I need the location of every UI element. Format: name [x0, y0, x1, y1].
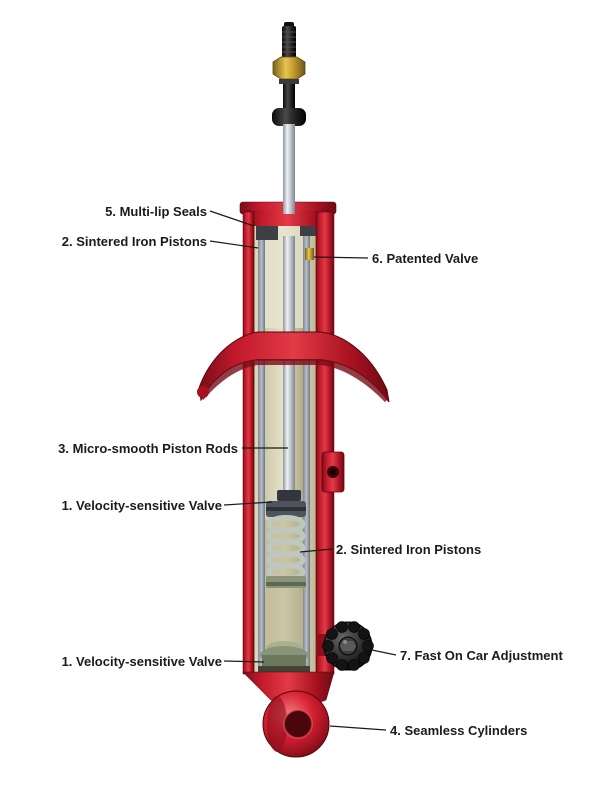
spring-seat	[197, 331, 390, 403]
label-patented-valve: 6. Patented Valve	[372, 251, 479, 266]
patented-valve-part	[305, 248, 314, 260]
piston-rod-top	[272, 22, 306, 214]
label-velocity-sensitive-valve-lower: 1. Velocity-sensitive Valve	[61, 654, 222, 669]
label-fast-on-car-adjustment: 7. Fast On Car Adjustment	[400, 648, 563, 663]
label-seamless-cylinders: 4. Seamless Cylinders	[390, 723, 528, 738]
leader-lines	[209, 210, 397, 731]
label-multi-lip-seals: 5. Multi-lip Seals	[105, 204, 207, 219]
leader-patented-valve	[313, 256, 369, 259]
bump-stop	[272, 108, 306, 126]
label-sintered-iron-pistons-mid: 2. Sintered Iron Pistons	[336, 542, 482, 557]
side-bracket	[321, 451, 345, 493]
gear-teeth	[322, 621, 374, 671]
label-velocity-sensitive-valve-upper: 1. Velocity-sensitive Valve	[61, 498, 222, 513]
base-valve	[258, 641, 310, 674]
piston-rod-upper	[283, 124, 295, 214]
brass-nut	[272, 56, 306, 80]
threaded-rod-end	[282, 26, 296, 64]
leader-velocity-upper	[223, 501, 273, 506]
leader-sintered-top	[209, 240, 259, 249]
bottom-eyelet	[262, 690, 330, 758]
coil-spring	[266, 515, 306, 581]
label-sintered-iron-pistons-top: 2. Sintered Iron Pistons	[61, 234, 207, 249]
leader-multi-lip-seals	[209, 210, 255, 227]
adjuster-knob	[316, 621, 374, 671]
leader-seamless	[329, 725, 387, 731]
leader-sintered-mid	[299, 548, 333, 553]
outer-tube	[239, 201, 337, 707]
piston-spring-assembly	[266, 490, 306, 588]
label-micro-smooth-piston-rods: 3. Micro-smooth Piston Rods	[58, 441, 238, 456]
leader-velocity-lower	[223, 660, 265, 663]
leader-fast-adjust	[371, 649, 397, 656]
